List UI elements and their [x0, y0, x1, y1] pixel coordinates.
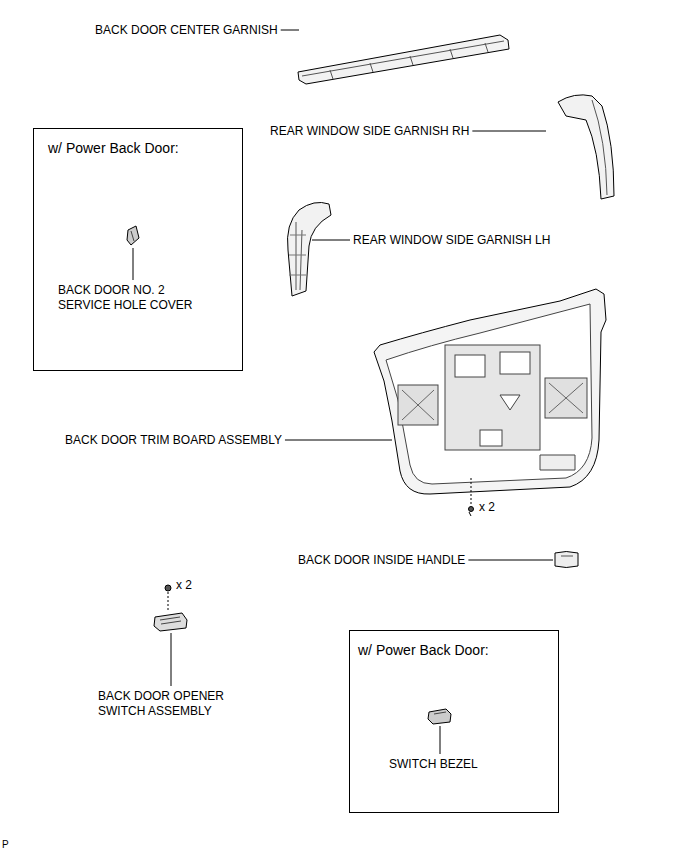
- quantity-label: x 2: [176, 578, 192, 593]
- variant-box: w/ Power Back Door: SWITCH BEZEL: [349, 630, 559, 813]
- leader-line: [133, 248, 134, 280]
- part-name: REAR WINDOW SIDE GARNISH LH: [353, 233, 550, 248]
- part-name: REAR WINDOW SIDE GARNISH RH: [270, 124, 469, 139]
- leader-line: [312, 240, 350, 241]
- leader-line: [171, 633, 172, 686]
- leader-line: [281, 30, 299, 31]
- part-name: BACK DOOR NO. 2 SERVICE HOLE COVER: [58, 283, 208, 313]
- page-mark: P: [2, 838, 9, 851]
- leader-line: [472, 131, 546, 132]
- leader-line: [468, 560, 553, 561]
- part-name: BACK DOOR TRIM BOARD ASSEMBLY: [65, 433, 282, 448]
- leader-line: [285, 440, 392, 441]
- quantity-label: x 2: [479, 500, 495, 515]
- variant-box: w/ Power Back Door: BACK DOOR NO. 2 SERVI…: [33, 128, 243, 371]
- part-name: SWITCH BEZEL: [389, 757, 478, 772]
- part-name: BACK DOOR CENTER GARNISH: [95, 23, 278, 38]
- variant-heading: w/ Power Back Door:: [358, 641, 489, 659]
- part-name: BACK DOOR INSIDE HANDLE: [298, 553, 465, 568]
- variant-heading: w/ Power Back Door:: [48, 139, 179, 157]
- leader-line: [440, 726, 441, 754]
- part-name: BACK DOOR OPENER SWITCH ASSEMBLY: [98, 689, 248, 719]
